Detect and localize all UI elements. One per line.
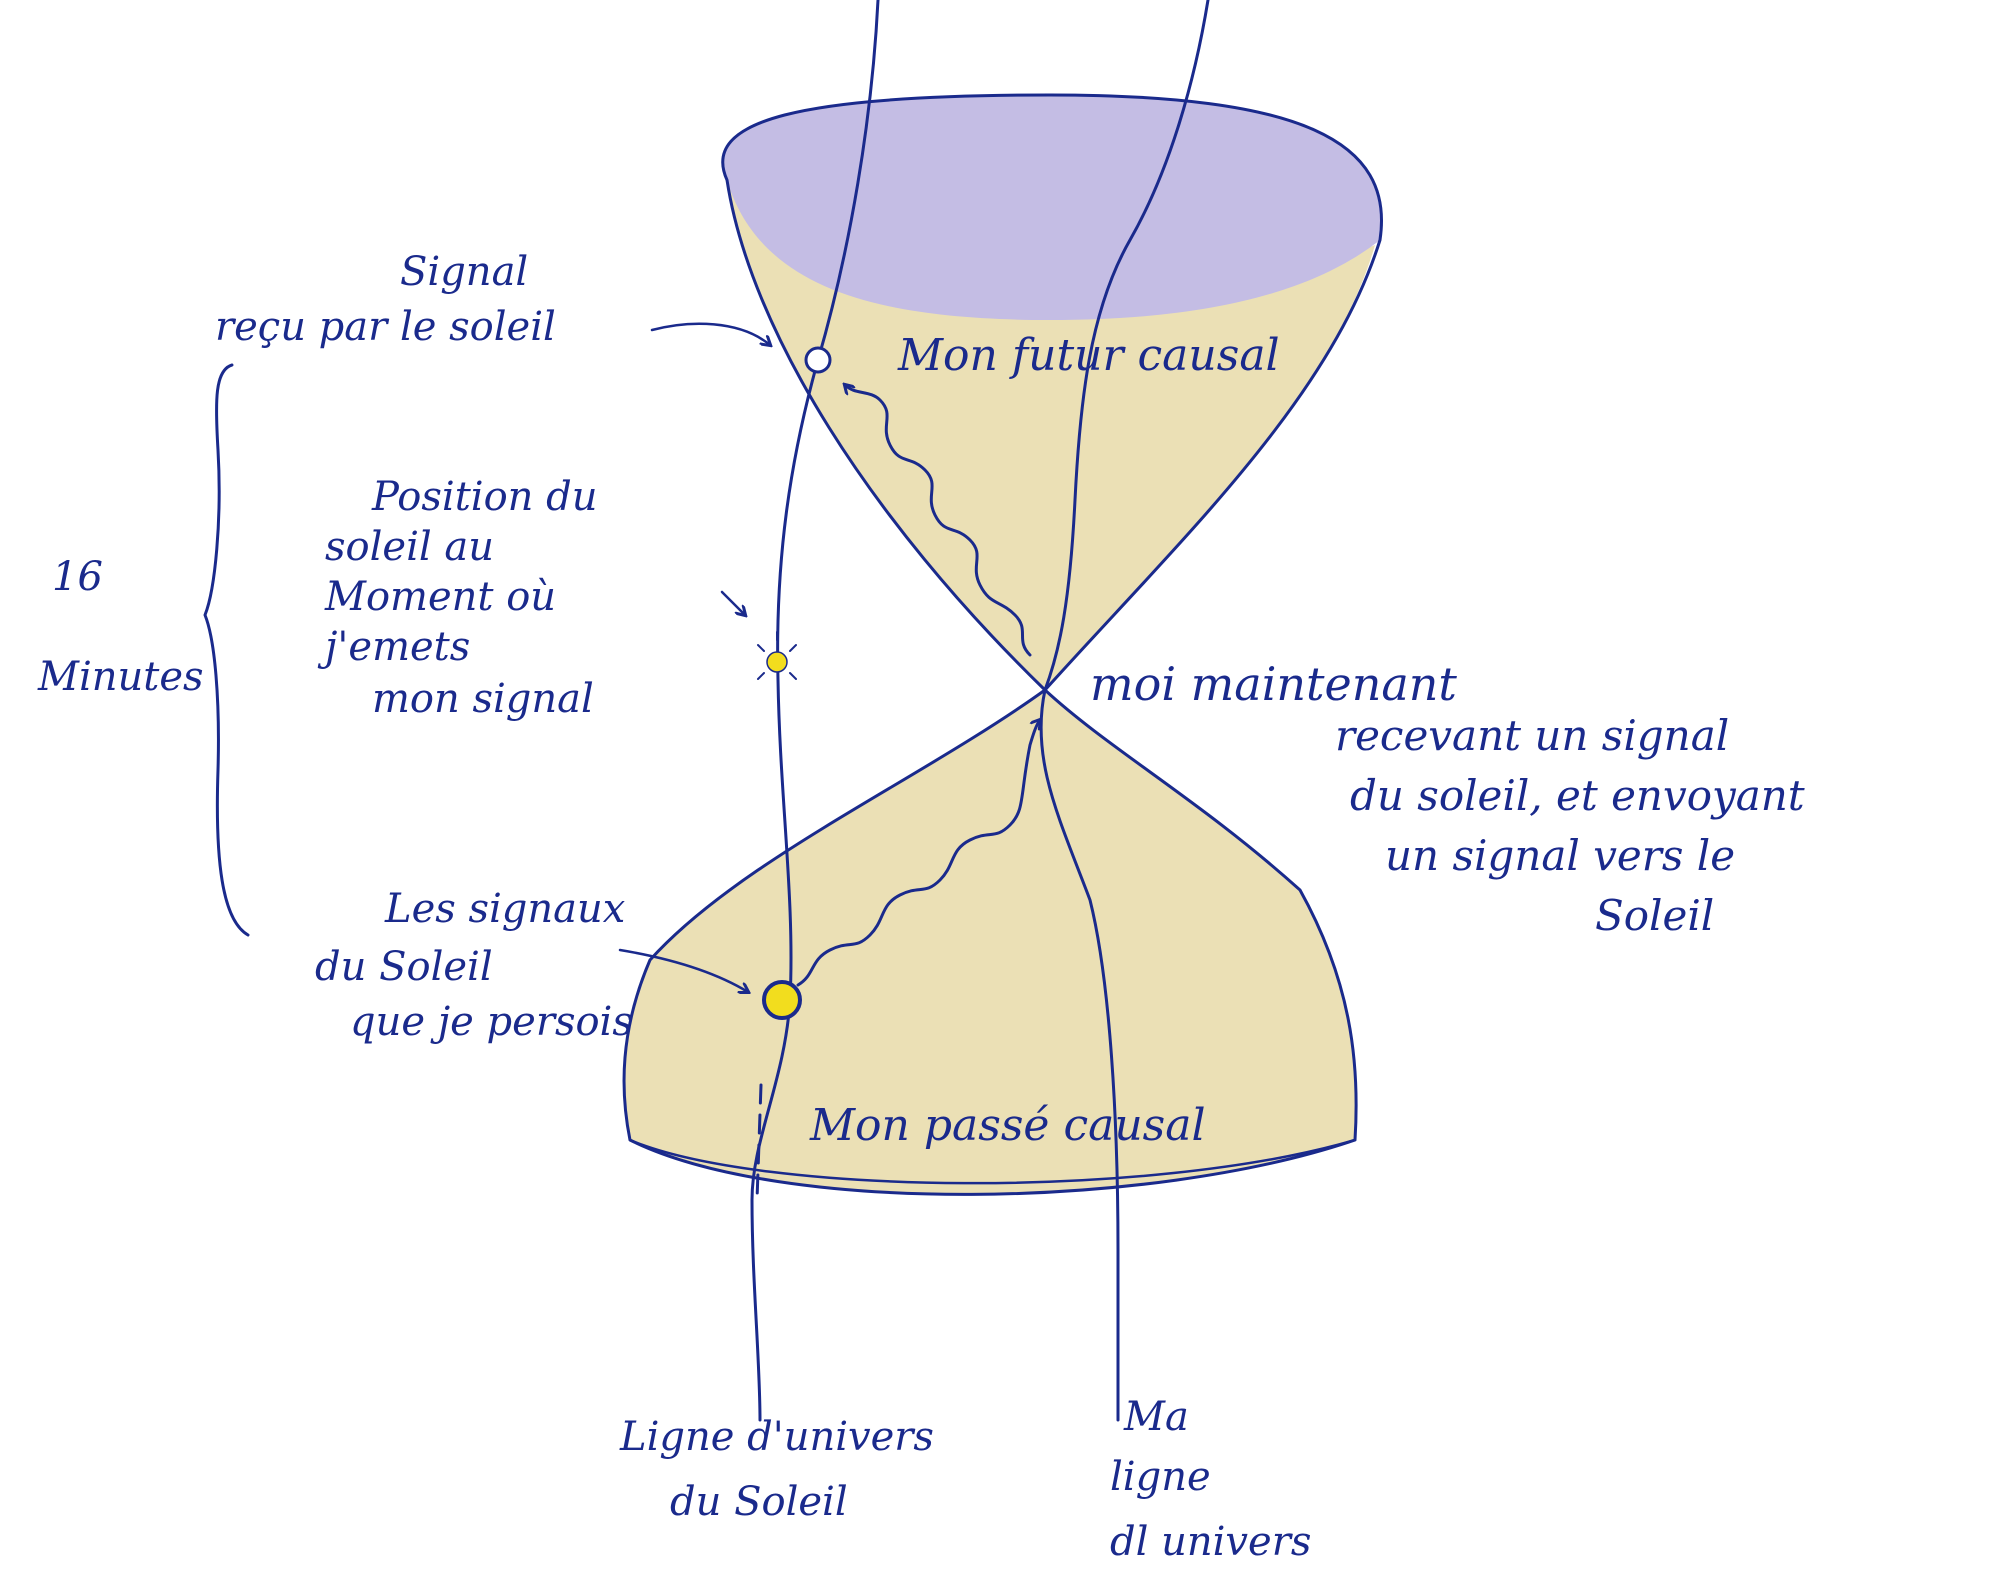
signal-received-marker <box>806 348 830 372</box>
signal-received-arrow <box>652 324 770 345</box>
my-worldline-label-2: ligne <box>1110 1454 1211 1500</box>
signals-seen-label-3: que je persois <box>350 999 633 1045</box>
signal-received-label-1: Signal <box>400 249 528 295</box>
future-cone-label: Mon futur causal <box>897 330 1280 381</box>
sun-position-marker <box>767 652 787 672</box>
sun-position-label-3: Moment où <box>324 574 556 620</box>
me-now-label-3: du soleil, et envoyant <box>1350 771 1805 820</box>
sun-worldline-label-2: du Soleil <box>670 1479 848 1525</box>
signal-received-label-2: reçu par le soleil <box>215 304 556 350</box>
sixteen-minutes-bracket <box>205 365 248 935</box>
me-now-label-5: Soleil <box>1595 891 1714 940</box>
sun-position-label-5: mon signal <box>372 676 594 722</box>
me-now-label-4: un signal vers le <box>1385 831 1735 880</box>
sun-position-arrow <box>722 592 745 615</box>
my-worldline-label-3: dl univers <box>1110 1519 1311 1565</box>
me-now-label-1: moi maintenant <box>1090 657 1457 711</box>
signals-seen-label-1: Les signaux <box>384 886 625 932</box>
sun-position-label-4: j'emets <box>317 624 470 670</box>
minutes-label: Minutes <box>37 654 204 700</box>
sun-position-label-1: Position du <box>371 474 598 520</box>
sun-position-label-2: soleil au <box>325 524 494 570</box>
signals-seen-marker <box>764 982 800 1018</box>
sixteen-label: 16 <box>52 554 103 600</box>
signals-seen-label-2: du Soleil <box>315 944 493 990</box>
past-cone-label: Mon passé causal <box>809 1100 1206 1151</box>
my-worldline-label-1: Ma <box>1123 1394 1189 1440</box>
me-now-label-2: recevant un signal <box>1335 711 1729 760</box>
sun-worldline-label-1: Ligne d'univers <box>619 1414 934 1460</box>
